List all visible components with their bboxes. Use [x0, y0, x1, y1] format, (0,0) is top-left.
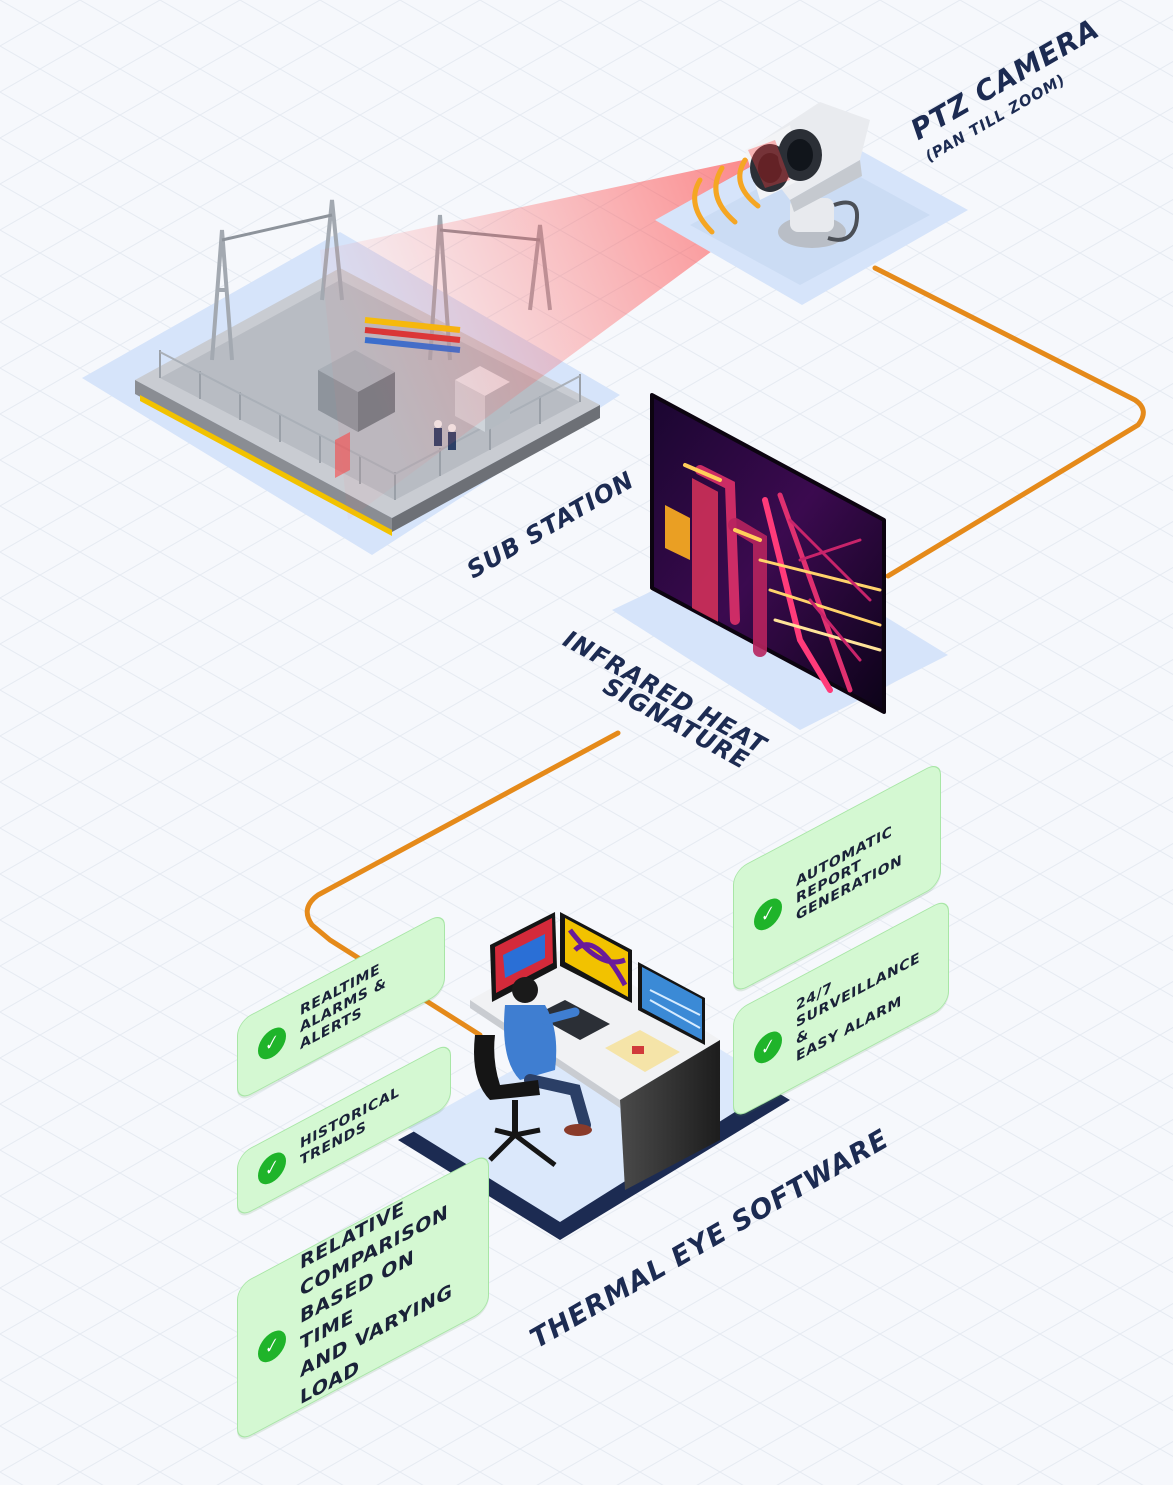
connector-camera-to-monitor	[872, 265, 1146, 579]
feature-text-automatic: AUTOMATIC REPORT GENERATION	[796, 822, 903, 925]
check-icon: ✓	[258, 1021, 286, 1065]
signal-waves-icon	[692, 157, 761, 235]
workstation-illustration	[398, 912, 790, 1240]
ptz-camera-illustration	[655, 102, 968, 305]
check-icon: ✓	[258, 1324, 286, 1368]
infrared-monitor-illustration	[612, 393, 948, 730]
check-icon: ✓	[754, 892, 782, 936]
camera-beam	[320, 150, 815, 520]
check-icon: ✓	[258, 1146, 286, 1190]
check-icon: ✓	[754, 1025, 782, 1069]
